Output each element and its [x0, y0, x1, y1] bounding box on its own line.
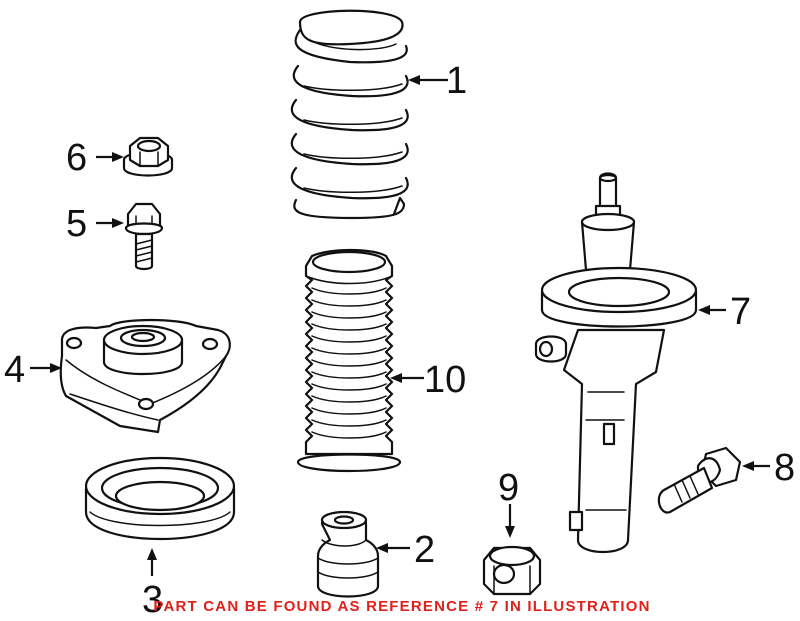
bump-stop-part	[316, 510, 380, 598]
dust-boot-part	[296, 248, 402, 473]
callout-5: 5	[66, 203, 87, 245]
bolt-part	[124, 202, 164, 271]
flange-nut-part	[122, 136, 174, 177]
callout-10: 10	[424, 359, 466, 401]
reference-note: PART CAN BE FOUND AS REFERENCE # 7 IN IL…	[153, 598, 650, 615]
coil-spring-part	[290, 9, 409, 220]
strut-assembly-part	[534, 172, 698, 554]
callout-6: 6	[66, 137, 87, 179]
hex-nut-part	[482, 545, 542, 596]
callout-4: 4	[4, 349, 25, 391]
callout-7: 7	[730, 291, 751, 333]
callout-1: 1	[446, 60, 467, 102]
callout-2: 2	[414, 529, 435, 571]
spring-seat-part	[84, 456, 236, 540]
callout-numbers: 1 10 2 6 5 4 3 7 8 9	[4, 60, 795, 621]
callout-9: 9	[498, 467, 519, 509]
callout-8: 8	[774, 447, 795, 489]
callout-3: 3	[142, 579, 163, 621]
strut-bolt-part	[657, 446, 742, 514]
strut-mount-part	[59, 318, 231, 434]
leader-arrows	[30, 75, 770, 576]
